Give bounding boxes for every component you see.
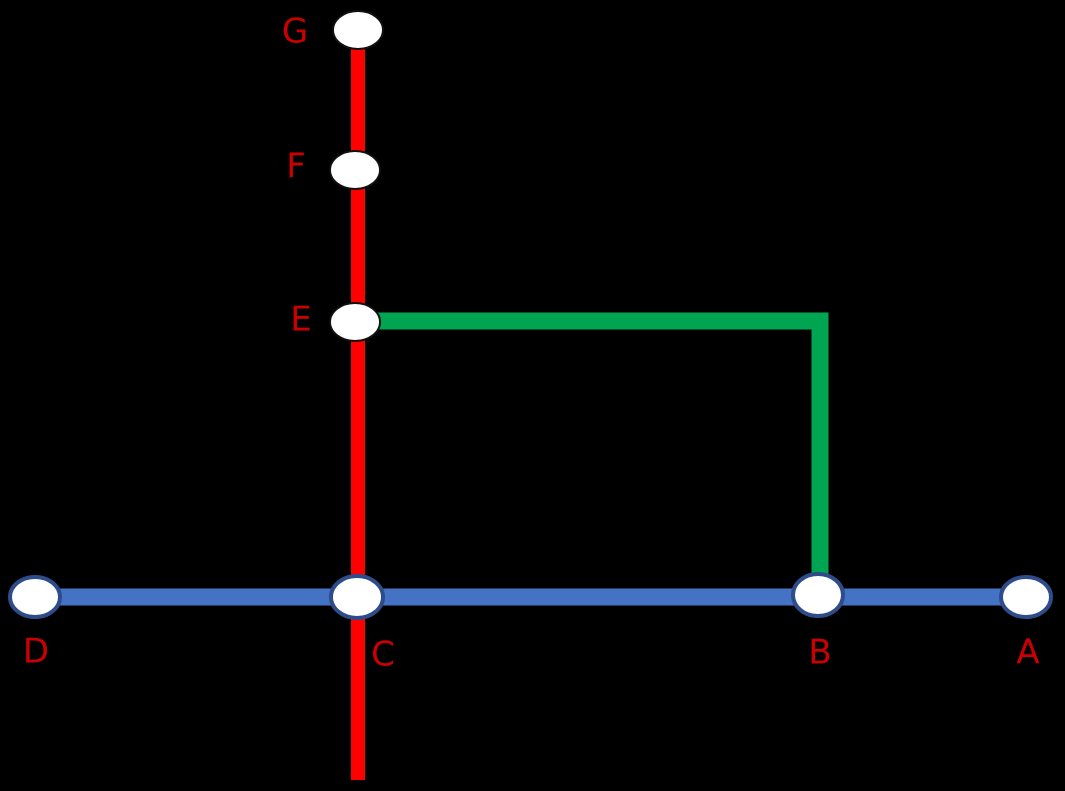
station-label-f: F (286, 147, 306, 187)
station-marker-d[interactable] (8, 575, 62, 619)
station-label-g: G (282, 12, 308, 52)
station-label-d: D (23, 632, 49, 672)
station-marker-f[interactable] (329, 150, 381, 190)
station-label-c: C (371, 635, 395, 675)
station-marker-b[interactable] (791, 572, 845, 618)
station-marker-g[interactable] (332, 10, 384, 50)
station-marker-e[interactable] (329, 302, 381, 342)
station-marker-c[interactable] (329, 574, 385, 620)
station-marker-a[interactable] (999, 575, 1053, 619)
station-label-a: A (1016, 633, 1039, 673)
station-label-b: B (808, 633, 831, 673)
green-line-path[interactable] (372, 312, 829, 597)
station-label-e: E (290, 300, 311, 340)
